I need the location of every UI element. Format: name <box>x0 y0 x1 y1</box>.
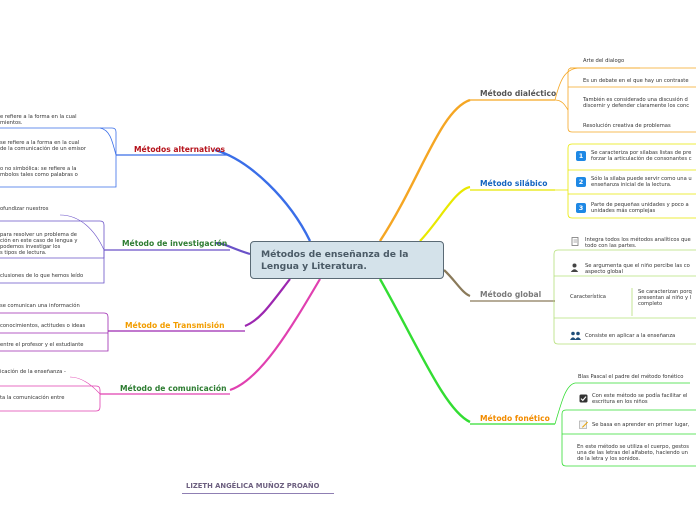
transmision-item-2: conocimientos, actitudes o ideas <box>0 323 86 329</box>
fonetico-item-4a: En este método se utiliza el cuerpo, ges… <box>577 444 689 450</box>
branch-fonetico[interactable]: Método fonético <box>480 414 550 423</box>
silabico-item-2b: enseñanza inicial de la lectura. <box>591 182 672 188</box>
alternativos-item-2a: se refiere a la forma en la cual <box>0 140 80 146</box>
pencil-note-icon <box>579 420 588 429</box>
alternativos-item-1b: mientos. <box>0 120 23 126</box>
silabico-item-3a: Parte de pequeñas unidades y poco a <box>591 202 689 208</box>
comunicacion-item-1: icación de la enseñanza - <box>0 369 66 375</box>
fonetico-item-2a: Con este método se podía facilitar el <box>592 393 688 399</box>
global-item-5: Consiste en aplicar a la enseñanza <box>585 333 676 339</box>
fonetico-item-4c: de la letra y los sonidos. <box>577 456 641 462</box>
author-underline <box>182 493 334 494</box>
central-topic-line2: Lengua y Literatura. <box>261 261 367 272</box>
number-1-icon: 1 <box>576 151 586 161</box>
dialectico-item-1: Arte del dialogo <box>583 58 625 64</box>
silabico-item-1b: forzar la articulación de consonantes c <box>591 156 692 162</box>
global-item-1b: todo con las partes. <box>585 243 637 249</box>
branch-dialectico[interactable]: Método dialéctico <box>480 89 557 98</box>
central-topic[interactable]: Métodos de enseñanza de la Lengua y Lite… <box>250 241 444 279</box>
fonetico-item-2b: escritura en los niños <box>592 399 648 405</box>
transmision-item-1: se comunican una información <box>0 303 80 309</box>
comunicacion-item-2: ta la comunicación entre <box>0 395 65 401</box>
central-topic-line1: Métodos de enseñanza de la <box>261 249 409 260</box>
fonetico-item-1: Blas Pascal el padre del método fonético <box>578 374 684 380</box>
investigacion-item-2b: ción en este caso de lengua y <box>0 238 78 244</box>
global-item-2b: aspecto global <box>585 269 623 275</box>
investigacion-item-3: clusiones de lo que hemos leído <box>0 273 84 279</box>
branch-comunicacion[interactable]: Método de comunicación <box>120 384 227 393</box>
branch-silabico[interactable]: Método silábico <box>480 179 548 188</box>
people-icon <box>570 331 581 340</box>
number-2-icon: 2 <box>576 177 586 187</box>
global-item-1a: Integra todos los métodos analíticos que <box>585 237 691 243</box>
transmision-item-3: entre el profesor y el estudiante <box>0 342 84 348</box>
dialectico-item-3a: También es considerado una discusión d <box>583 97 688 103</box>
global-caracteristica: Característica <box>570 294 606 300</box>
global-item-4c: completo <box>638 301 663 307</box>
global-item-4b: presentan al niño y l <box>638 295 692 301</box>
author-name: LIZETH ANGÉLICA MUÑOZ PROAÑO <box>186 482 320 490</box>
silabico-item-3b: unidades más complejas <box>591 208 656 214</box>
branch-investigacion[interactable]: Método de investigación <box>122 239 228 248</box>
global-item-2a: Se argumenta que el niño percibe las co <box>585 263 690 269</box>
investigacion-item-2c: podemos investigar los <box>0 244 61 250</box>
fonetico-item-3: Se basa en aprender en primer lugar, <box>592 422 690 428</box>
dialectico-item-2: Es un debate en el que hay un contraste <box>583 78 689 84</box>
alternativos-item-3b: mbolos tales como palabras o <box>0 172 78 178</box>
dialectico-item-4: Resolución creativa de problemas <box>583 123 671 129</box>
silabico-item-1a: Se caracteriza por silabas listas de pre <box>591 150 692 156</box>
alternativos-item-3a: o no simbólica: se refiere a la <box>0 166 77 172</box>
investigacion-item-1: ofundizar nuestros <box>0 206 49 212</box>
document-icon <box>571 237 579 246</box>
global-item-4a: Se caracterizan porq <box>638 289 692 295</box>
alternativos-item-1a: e refiere a la forma en la cual <box>0 114 77 120</box>
number-3-icon: 3 <box>576 203 586 213</box>
branch-alternativos[interactable]: Métodos alternativos <box>134 145 226 154</box>
branch-transmision[interactable]: Método de Transmisión <box>125 321 225 330</box>
person-icon <box>570 263 579 272</box>
fonetico-item-4b: una de las letras del alfabeto, haciendo… <box>577 450 688 456</box>
silabico-item-2a: Sólo la silaba puede servir como una u <box>591 176 692 182</box>
dialectico-item-3b: discernir y defender claramente los conc <box>583 103 690 109</box>
alternativos-item-2b: de la comunicación de un emisor <box>0 146 86 152</box>
investigacion-item-2a: para resolver un problema de <box>0 232 78 238</box>
checkbox-icon <box>579 394 588 403</box>
investigacion-item-2d: s tipos de lectura. <box>0 250 47 256</box>
branch-global[interactable]: Método global <box>480 290 542 299</box>
